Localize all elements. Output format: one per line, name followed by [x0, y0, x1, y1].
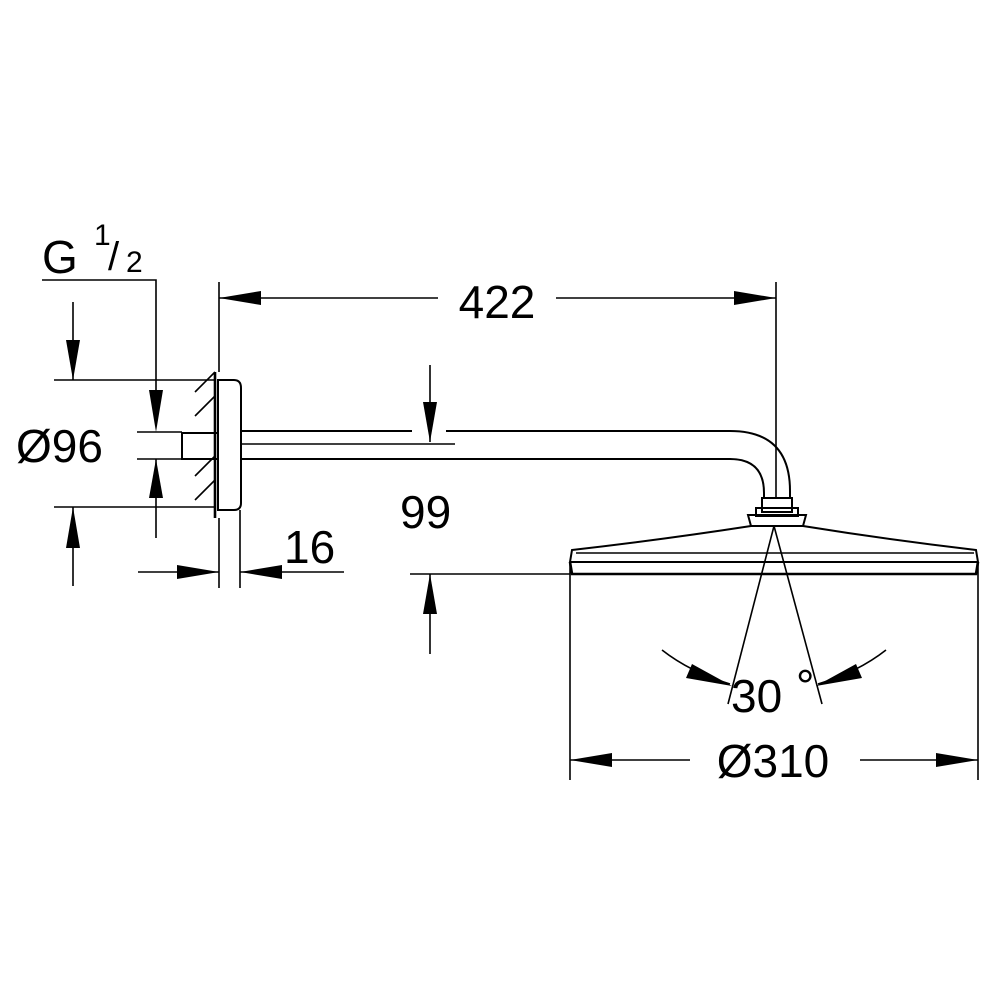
drop-label: 99 [400, 486, 451, 538]
shower-arm [241, 430, 791, 498]
thread-numerator-label: 1 [94, 219, 111, 252]
flange-arrow-bottom [66, 507, 80, 548]
head-arrow-left [570, 753, 612, 767]
thread-arrow-bottom [149, 459, 163, 498]
drop-dimension: 99 [400, 365, 570, 654]
reach-label: 422 [459, 276, 536, 328]
degree-symbol-label: ° [796, 660, 814, 712]
depth-arrow-right [240, 565, 282, 579]
reach-arrow-left [219, 291, 261, 305]
reach-dimension: 422 [218, 276, 777, 498]
thread-callout: G 1 / 2 [42, 219, 163, 432]
flange-diameter-label: Ø96 [16, 420, 103, 472]
swivel-angle-label: 30 [731, 670, 782, 722]
thread-arrow [149, 390, 163, 432]
head-arrow-right [936, 753, 978, 767]
flange-depth-dimension: 16 [138, 510, 344, 588]
swivel-angle-dimension: 30 ° [661, 525, 887, 722]
drop-arrow-top [423, 402, 437, 442]
angle-arrow-right [816, 664, 862, 686]
flange-arrow-top [66, 340, 80, 380]
thread-denominator-label: 2 [126, 246, 143, 279]
flange-diameter-dimension: Ø96 [16, 302, 215, 586]
flange-depth-label: 16 [284, 521, 335, 573]
drop-arrow-bottom [423, 574, 437, 614]
head-diameter-label: Ø310 [717, 735, 830, 787]
thread-slash-label: / [108, 235, 120, 279]
reach-arrow-right [734, 291, 776, 305]
head-diameter-dimension: Ø310 [569, 562, 979, 787]
shower-head [568, 497, 980, 576]
thread-prefix-label: G [42, 231, 78, 283]
angle-arrow-left [686, 664, 732, 686]
wall-flange [181, 371, 242, 518]
depth-arrow-left [177, 565, 219, 579]
